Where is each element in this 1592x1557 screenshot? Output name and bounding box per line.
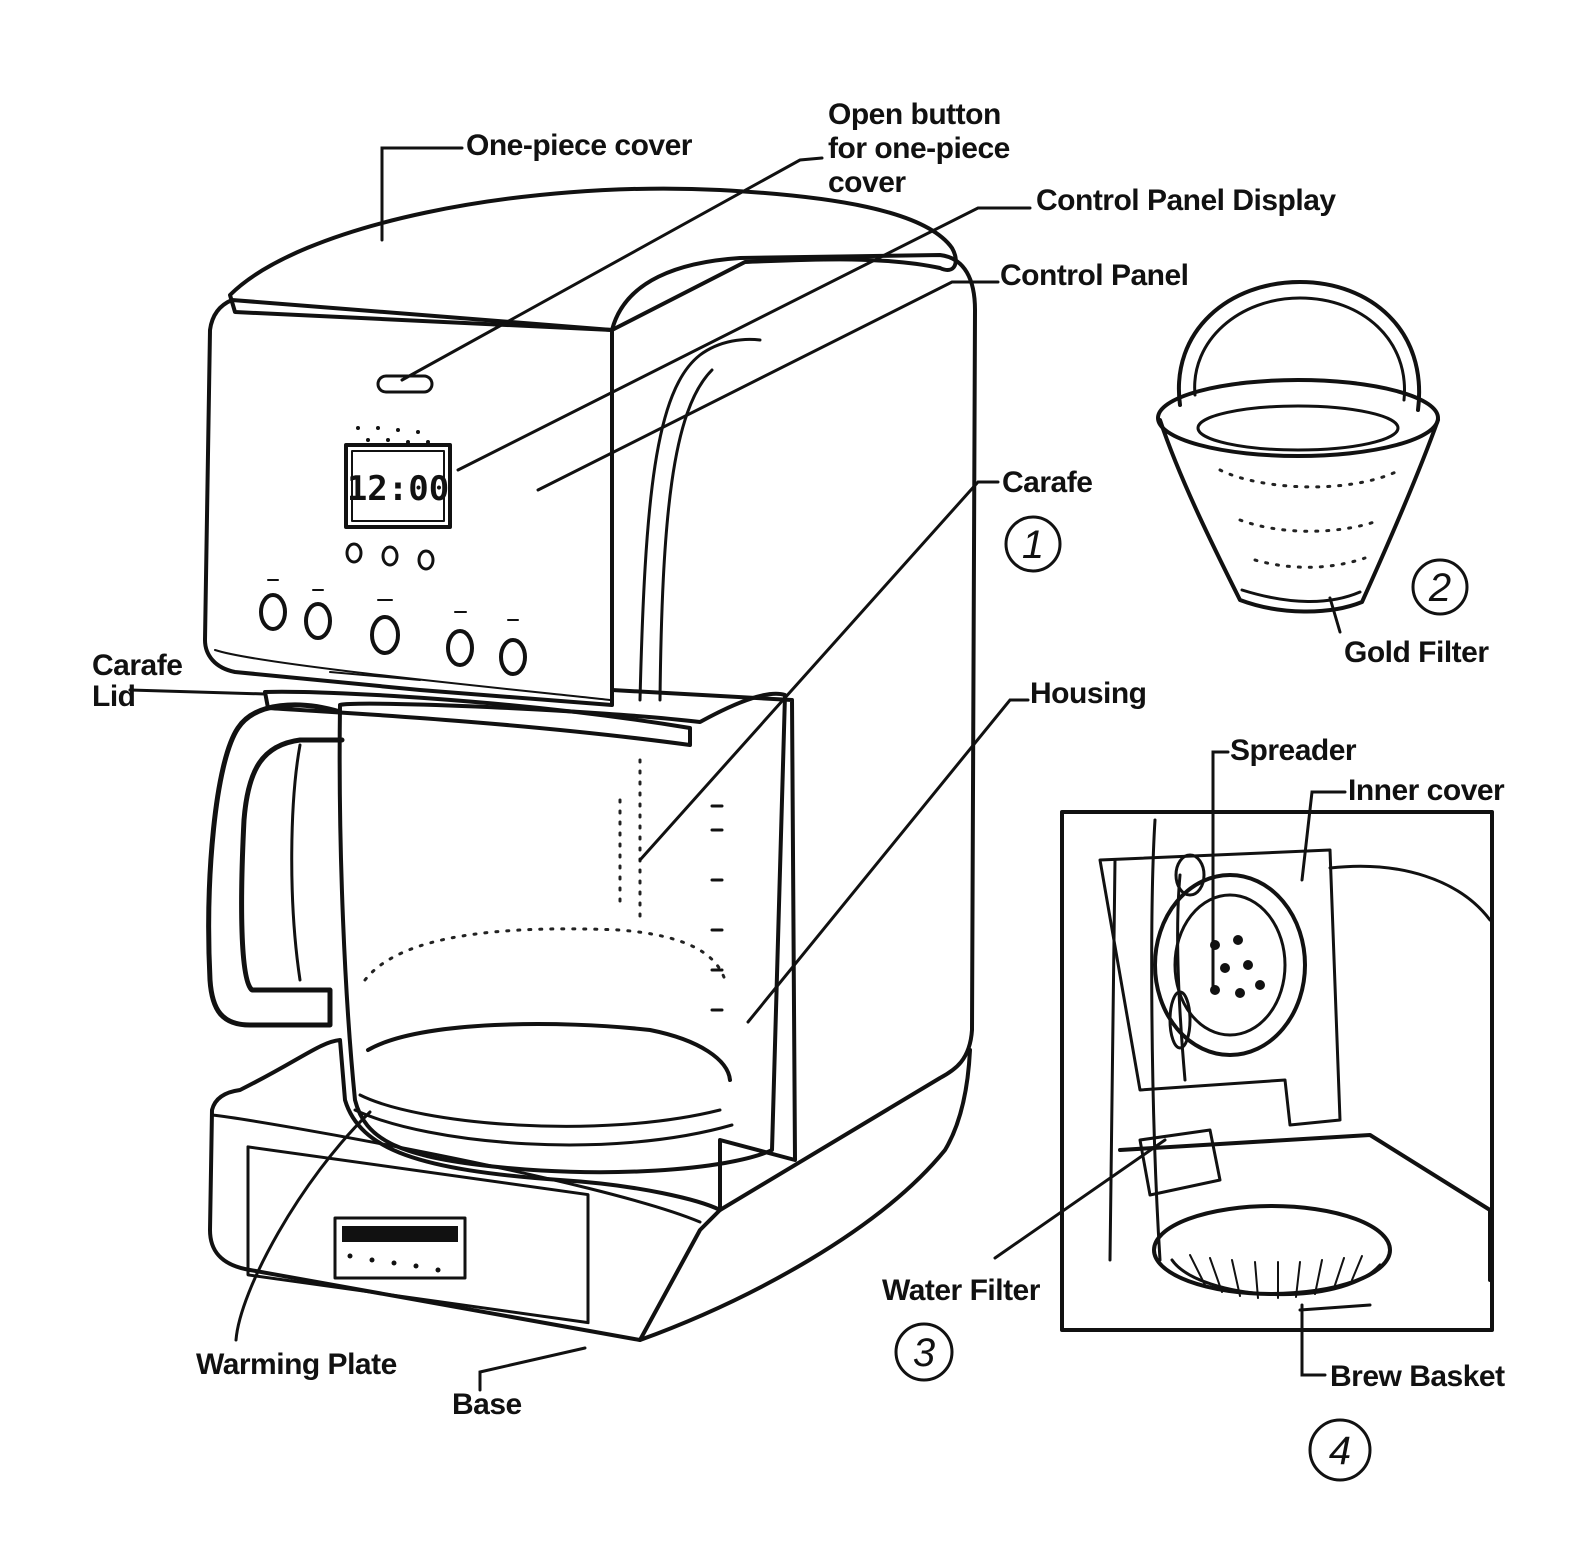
label-open-button-2: for one-piece xyxy=(828,132,1010,165)
figure-number-4: 4 xyxy=(1329,1429,1351,1473)
figure-number-2: 2 xyxy=(1428,566,1451,610)
brand-badge xyxy=(333,1216,467,1280)
water-filter-shape xyxy=(1138,1128,1222,1197)
part-labels: One-piece cover Open button for one-piec… xyxy=(92,98,1506,1421)
label-control-panel-display: Control Panel Display xyxy=(1036,184,1336,217)
control-buttons[interactable] xyxy=(259,579,527,681)
label-gold-filter: Gold Filter xyxy=(1344,636,1489,669)
label-open-button-3: cover xyxy=(828,166,906,199)
base-indicator-dots xyxy=(347,1253,441,1273)
coffee-maker-illustration: 12:00 xyxy=(203,186,977,1342)
spreader-holes xyxy=(1210,935,1265,998)
brand-plate xyxy=(246,1145,590,1325)
carafe-shape xyxy=(206,689,787,1175)
housing-shape xyxy=(610,253,977,1212)
label-one-piece-cover: One-piece cover xyxy=(466,129,693,162)
base-shape xyxy=(208,1038,722,1342)
label-inner-cover: Inner cover xyxy=(1348,774,1505,807)
carafe-lid-shape xyxy=(263,689,692,747)
one-piece-cover-shape xyxy=(228,186,958,332)
control-button-2[interactable] xyxy=(304,602,332,640)
open-button[interactable] xyxy=(376,374,434,394)
gold-filter-illustration xyxy=(1156,280,1440,614)
display-time: 12:00 xyxy=(347,469,449,509)
figure-number-1: 1 xyxy=(1022,523,1044,567)
leader-lines xyxy=(128,146,1492,1392)
label-water-filter: Water Filter xyxy=(882,1274,1041,1307)
figure-number-3: 3 xyxy=(913,1331,935,1375)
control-panel-shape xyxy=(203,298,614,707)
control-button-3[interactable] xyxy=(370,615,400,655)
label-brew-basket: Brew Basket xyxy=(1330,1360,1505,1393)
label-spreader: Spreader xyxy=(1230,734,1357,767)
display-buttons[interactable] xyxy=(345,542,435,571)
control-button-1[interactable] xyxy=(259,593,287,631)
label-base: Base xyxy=(452,1388,522,1421)
brew-basket-ribs xyxy=(1189,1254,1363,1299)
label-warming-plate: Warming Plate xyxy=(196,1348,397,1381)
spreader-shape xyxy=(1153,873,1307,1057)
display-indicator-dots xyxy=(356,426,430,444)
label-housing: Housing xyxy=(1030,677,1147,710)
control-button-4[interactable] xyxy=(446,629,474,667)
label-carafe-lid-2: Lid xyxy=(92,680,136,713)
brew-basket-inset xyxy=(1060,810,1494,1332)
label-carafe-lid-1: Carafe xyxy=(92,649,182,682)
control-panel-display xyxy=(344,443,452,529)
control-button-5[interactable] xyxy=(499,638,527,676)
inset-frame xyxy=(1060,810,1494,1332)
carafe-cup-markings xyxy=(710,804,724,1012)
label-control-panel: Control Panel xyxy=(1000,259,1189,292)
figure-numbers: 1 2 3 4 xyxy=(894,515,1469,1482)
label-carafe: Carafe xyxy=(1002,466,1092,499)
label-open-button-1: Open button xyxy=(828,98,1001,131)
